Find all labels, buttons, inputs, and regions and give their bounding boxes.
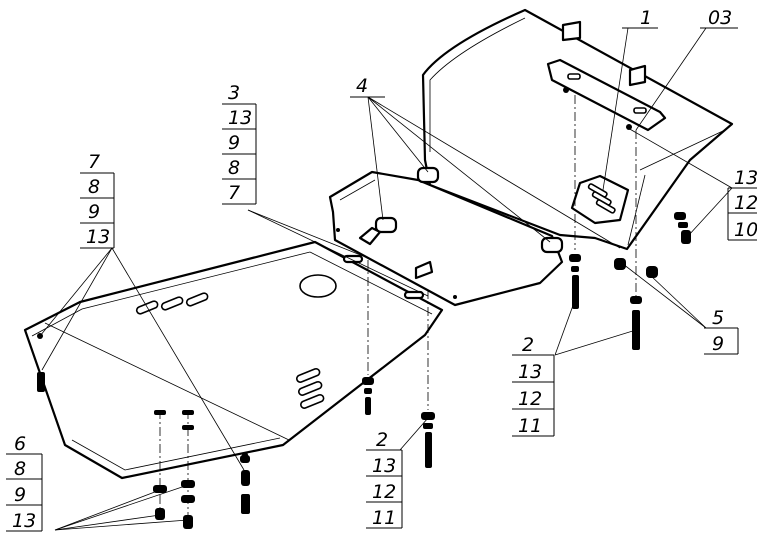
callout-6-stack: 6 8 9 13 [6, 433, 43, 532]
callout-label: 11 [372, 507, 396, 529]
callout-label: 13 [372, 455, 396, 477]
callout-3-stack: 3 13 9 8 7 [222, 82, 257, 205]
callout-5-9-stack: 5 9 [704, 307, 739, 355]
callout-7-stack: 7 8 9 13 [80, 151, 115, 249]
callout-13-12-10-stack: 13 12 10 [727, 167, 757, 241]
callout-03: 03 [700, 7, 738, 29]
rear-guard-plate [421, 8, 734, 251]
callout-label: 7 [228, 182, 240, 204]
callout-label: 6 [14, 433, 26, 455]
callout-label: 03 [708, 7, 732, 29]
fasteners [37, 212, 691, 529]
callout-label: 5 [712, 307, 724, 329]
callout-label: 3 [228, 82, 240, 104]
callout-label: 9 [712, 333, 724, 355]
callout-label: 4 [356, 75, 368, 97]
callout-label: 9 [14, 484, 26, 506]
callout-label: 13 [86, 226, 110, 248]
callout-label: 2 [522, 334, 534, 356]
callout-label: 12 [518, 388, 542, 410]
callout-1: 1 [622, 7, 658, 29]
callout-label: 2 [376, 429, 388, 451]
callout-4: 4 [350, 75, 385, 98]
callout-label: 8 [88, 176, 100, 198]
callout-label: 8 [228, 157, 240, 179]
callout-label: 10 [734, 219, 757, 241]
callout-label: 12 [372, 481, 396, 503]
callout-label: 1 [640, 7, 652, 29]
callout-label: 13 [734, 167, 757, 189]
callout-label: 7 [88, 151, 100, 173]
callout-label: 13 [518, 361, 542, 383]
callout-label: 9 [88, 201, 100, 223]
callout-label: 8 [14, 458, 26, 480]
leader-lines [39, 27, 733, 531]
callout-2-stack-right: 2 13 12 11 [512, 334, 555, 437]
middle-guard-plate [328, 166, 564, 307]
callout-label: 13 [12, 510, 36, 532]
callout-label: 12 [734, 192, 757, 214]
front-guard-plate [23, 240, 444, 480]
callout-label: 9 [228, 132, 240, 154]
callout-label: 11 [518, 415, 542, 437]
callout-label: 13 [228, 107, 252, 129]
callout-2-stack-bottom: 2 13 12 11 [366, 429, 403, 529]
